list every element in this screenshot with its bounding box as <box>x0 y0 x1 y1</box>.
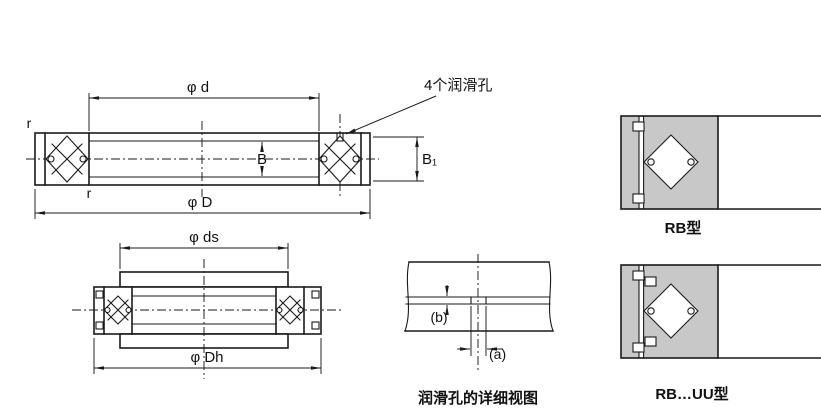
label-B1: B₁ <box>422 151 437 168</box>
lubrication-hole <box>336 132 344 142</box>
crossed-roller-symbol-left <box>95 290 133 330</box>
retainer-plug <box>311 290 320 299</box>
crossed-roller-symbol-right <box>318 135 362 183</box>
retainer-plug <box>95 290 104 299</box>
rb-type-view: RB型 <box>620 115 821 237</box>
label-a: (a) <box>489 346 506 362</box>
dim-phi-d: φ d <box>88 79 320 131</box>
label-phi-d: φ d <box>187 79 209 96</box>
dim-b: (b) <box>430 285 449 325</box>
dim-phi-dh: φ Dh <box>93 338 322 374</box>
label-phi-D: φ D <box>188 194 213 211</box>
label-b: (b) <box>430 309 447 325</box>
retainer-detail <box>632 193 645 204</box>
crossed-roller-symbol-left <box>45 135 89 183</box>
seal-detail <box>644 276 657 287</box>
retainer-plug <box>311 321 320 330</box>
mount-section-view: φ ds φ Dh <box>72 229 343 379</box>
crossed-roller-symbol-right <box>275 290 320 330</box>
retainer-detail <box>632 121 645 132</box>
ring-surface-band <box>404 261 554 332</box>
main-section-view: φ d φ D B B₁ r r 4个润滑孔 <box>26 77 492 219</box>
label-phi-dh: φ Dh <box>190 349 223 366</box>
label-chamfer-r-top: r <box>27 115 32 131</box>
rb-type-caption: RB型 <box>665 219 702 237</box>
retainer-plug <box>95 321 104 330</box>
label-chamfer-r-bottom: r <box>87 185 92 201</box>
retainer-detail <box>632 270 645 281</box>
lube-hole-detail-view: (b) (a) 润滑孔的详细视图 <box>404 254 554 407</box>
detail-view-caption: 润滑孔的详细视图 <box>418 389 538 407</box>
lube-holes-callout: 4个润滑孔 <box>345 77 492 135</box>
ring-split-line <box>638 265 645 358</box>
seal-detail <box>644 336 657 347</box>
dim-B1: B₁ <box>373 136 437 182</box>
dim-phi-ds: φ ds <box>119 229 289 269</box>
dim-a: (a) <box>457 306 506 362</box>
roller-end-circle <box>687 158 695 166</box>
roller-cavity <box>643 134 699 190</box>
label-B: B <box>257 151 267 168</box>
label-lube-holes: 4个润滑孔 <box>424 77 492 94</box>
rb-uu-type-view: RB…UU型 <box>620 264 821 403</box>
roller-end-circle <box>687 307 695 315</box>
roller-end-circle <box>647 158 655 166</box>
dim-phi-D: φ D <box>34 189 371 219</box>
roller-cavity <box>643 283 699 339</box>
label-phi-ds: φ ds <box>189 229 219 246</box>
retainer-detail <box>632 342 645 353</box>
roller-end-circle <box>647 307 655 315</box>
dim-B: B <box>257 142 267 176</box>
rb-uu-type-caption: RB…UU型 <box>655 385 728 403</box>
ring-split-line <box>638 116 645 209</box>
